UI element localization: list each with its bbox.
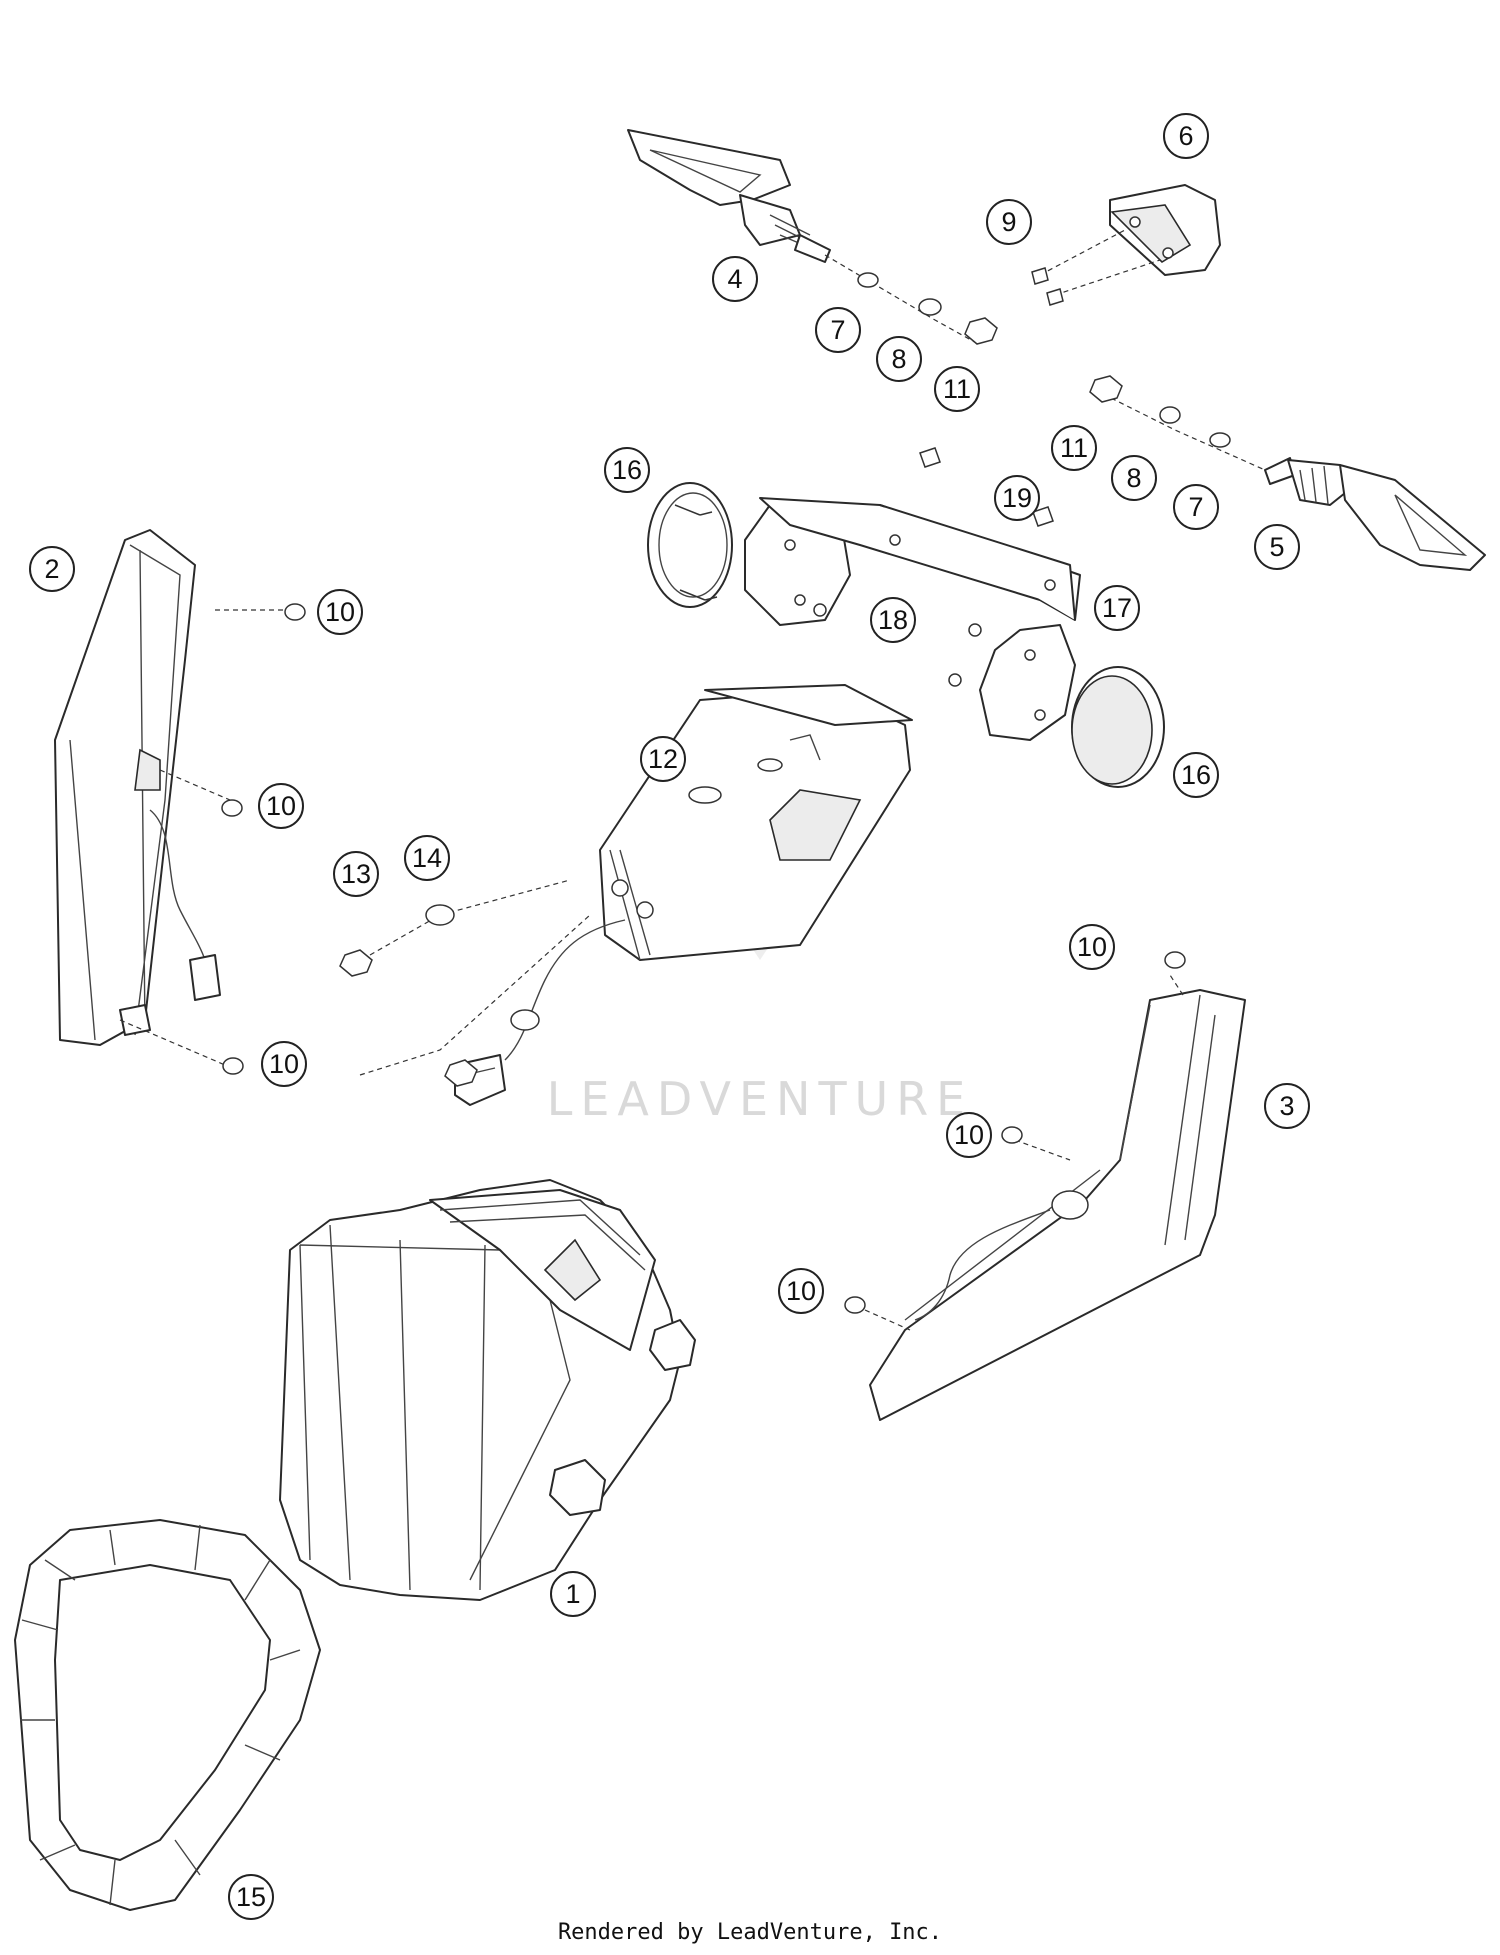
svg-text:19: 19: [1002, 483, 1032, 513]
bolt-10-left: [221, 603, 306, 1075]
callout-10-left-bottom: 10: [261, 1041, 307, 1087]
svg-text:3: 3: [1279, 1091, 1294, 1121]
svg-text:8: 8: [1126, 463, 1141, 493]
svg-text:11: 11: [1060, 433, 1088, 463]
turn-signal-front-left: [627, 129, 831, 263]
svg-text:9: 9: [1001, 207, 1016, 237]
license-plate-bracket: [744, 497, 1081, 741]
callout-7-top: 7: [815, 307, 861, 353]
callout-4: 4: [712, 256, 758, 302]
reflector-left: [647, 482, 733, 608]
svg-text:16: 16: [1181, 760, 1211, 790]
svg-text:10: 10: [266, 791, 296, 821]
svg-text:6: 6: [1178, 121, 1193, 151]
svg-text:8: 8: [891, 344, 906, 374]
footer-credit: Rendered by LeadVenture, Inc.: [557, 1920, 943, 1945]
svg-text:4: 4: [727, 264, 742, 294]
callout-2: 2: [29, 546, 75, 592]
reflector-right: [1071, 666, 1165, 788]
svg-text:5: 5: [1269, 532, 1284, 562]
callout-13: 13: [333, 851, 379, 897]
callout-19: 19: [994, 475, 1040, 521]
callout-10-right-bottom: 10: [778, 1268, 824, 1314]
callout-5: 5: [1254, 524, 1300, 570]
turn-signal-front-right: [1264, 457, 1486, 571]
bolt-10-right: [844, 951, 1186, 1314]
screw-19: [919, 447, 1054, 527]
svg-text:16: 16: [612, 455, 642, 485]
svg-text:1: 1: [565, 1579, 580, 1609]
headlight-trim: [14, 1519, 321, 1911]
callout-16-right: 16: [1173, 752, 1219, 798]
svg-text:10: 10: [954, 1120, 984, 1150]
side-reflector-left: [54, 529, 221, 1046]
callout-10-left-top: 10: [317, 589, 363, 635]
svg-text:11: 11: [943, 374, 971, 404]
svg-text:15: 15: [236, 1882, 266, 1912]
svg-text:13: 13: [341, 859, 371, 889]
nut-13: [339, 949, 478, 1087]
tail-light: [599, 684, 913, 961]
callout-15: 15: [228, 1874, 274, 1920]
callout-12: 12: [640, 736, 686, 782]
lock-washer-8-top: [918, 298, 942, 316]
screw-9: [1031, 267, 1064, 306]
callout-11-right: 11: [1051, 425, 1097, 471]
washer-14: [425, 904, 540, 1031]
svg-text:7: 7: [1188, 492, 1203, 522]
watermark-text: LEADVENTURE: [547, 1072, 974, 1126]
callout-10-left-mid: 10: [258, 783, 304, 829]
callout-1: 1: [550, 1571, 596, 1617]
callout-16-left: 16: [604, 447, 650, 493]
callout-17: 17: [1094, 585, 1140, 631]
svg-text:10: 10: [325, 597, 355, 627]
callout-10-right-top: 10: [1069, 924, 1115, 970]
svg-text:10: 10: [269, 1049, 299, 1079]
nut-11-right: [1089, 375, 1123, 403]
washer-7-top: [857, 272, 879, 288]
svg-text:10: 10: [786, 1276, 816, 1306]
callout-18: 18: [870, 597, 916, 643]
license-plate-light: [1109, 184, 1221, 276]
callout-3: 3: [1264, 1083, 1310, 1129]
lock-washer-8-right: [1159, 406, 1181, 424]
nut-11-top: [964, 317, 998, 345]
callout-9: 9: [986, 199, 1032, 245]
svg-text:17: 17: [1102, 593, 1132, 623]
side-reflector-right: [869, 989, 1246, 1421]
callout-6: 6: [1163, 113, 1209, 159]
svg-text:7: 7: [830, 315, 845, 345]
callout-14: 14: [404, 835, 450, 881]
svg-text:14: 14: [412, 843, 442, 873]
svg-text:12: 12: [648, 744, 678, 774]
callout-7-right: 7: [1173, 484, 1219, 530]
svg-text:2: 2: [44, 554, 59, 584]
callout-11-top: 11: [934, 366, 980, 412]
washer-7-right: [1209, 432, 1231, 448]
callout-10-right-mid: 10: [946, 1112, 992, 1158]
svg-text:18: 18: [878, 605, 908, 635]
callout-8-top: 8: [876, 336, 922, 382]
callout-8-right: 8: [1111, 455, 1157, 501]
svg-text:10: 10: [1077, 932, 1107, 962]
headlight: [279, 1179, 696, 1601]
